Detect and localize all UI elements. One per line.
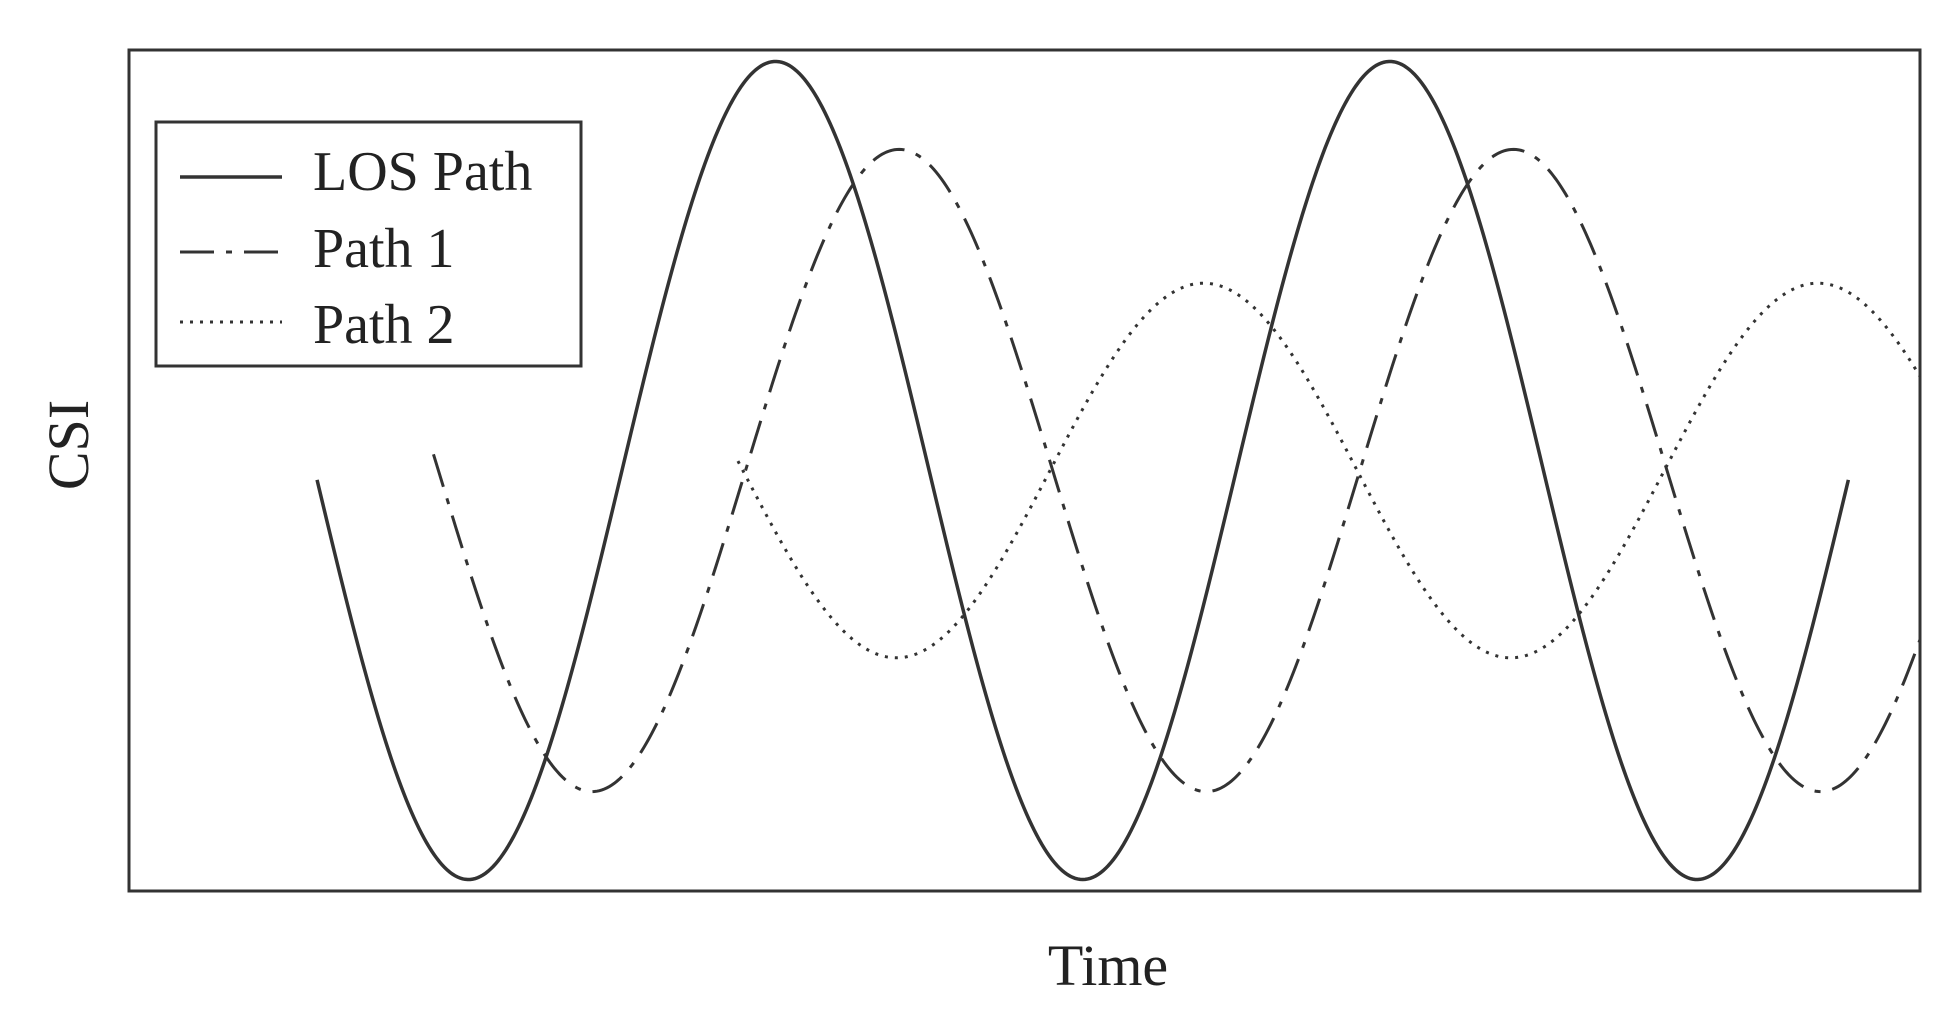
legend-label-path-1: Path 1 — [313, 218, 455, 280]
legend-label-path-2: Path 2 — [313, 294, 455, 356]
plot-frame — [127, 48, 1922, 893]
y-axis-label: CSI — [36, 400, 101, 490]
series-line-los-path — [315, 59, 1851, 882]
legend-box — [154, 120, 583, 368]
series-line-path-2 — [736, 281, 1922, 660]
series-line-path-1 — [432, 147, 1922, 794]
legend: LOS Path Path 1 Path 2 — [154, 120, 583, 368]
x-axis-label: Time — [1048, 933, 1168, 998]
legend-label-los-path: LOS Path — [313, 141, 532, 203]
series-layer — [315, 59, 1922, 882]
